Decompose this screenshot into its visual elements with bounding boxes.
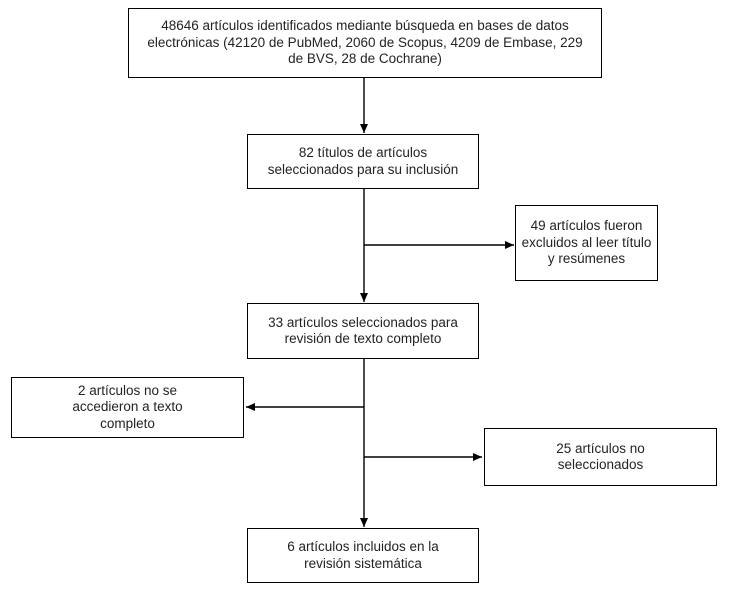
text-line: 82 títulos de artículos xyxy=(298,145,428,160)
text-line: accedieron a texto xyxy=(72,399,183,415)
node-included-systematic-review: 6 artículos incluidos en la revisión sis… xyxy=(247,528,479,583)
text-line: completo xyxy=(100,415,155,431)
text-line: seleccionados xyxy=(557,457,644,472)
node-not-selected-text: 25 artículos no seleccionados xyxy=(556,441,645,474)
text-line: de BVS, 28 de Cochrane) xyxy=(288,51,442,67)
text-line: 6 artículos incluidos en la xyxy=(287,539,439,554)
text-line: 33 artículos seleccionados para xyxy=(268,314,458,330)
text-line: 48646 artículos identificados mediante b… xyxy=(161,18,569,34)
node-no-fulltext-access-text: 2 artículos no se accedieron a texto com… xyxy=(72,383,182,433)
node-excluded-title-abstract-text: 49 artículos fueron excluidos al leer tí… xyxy=(522,218,652,268)
node-articles-identified: 48646 artículos identificados mediante b… xyxy=(128,8,602,78)
text-line: revisión de texto completo xyxy=(284,331,442,346)
node-titles-selected: 82 títulos de artículos seleccionados pa… xyxy=(247,134,479,189)
text-line: excluidos al leer título xyxy=(521,234,652,250)
node-not-selected: 25 artículos no seleccionados xyxy=(484,428,717,486)
text-line: y resúmenes xyxy=(547,251,626,267)
node-fulltext-review: 33 artículos seleccionados para revisión… xyxy=(247,303,479,359)
node-titles-selected-text: 82 títulos de artículos seleccionados pa… xyxy=(268,145,459,178)
node-included-systematic-review-text: 6 artículos incluidos en la revisión sis… xyxy=(287,539,439,572)
text-line: 49 artículos fueron xyxy=(530,218,643,234)
node-articles-identified-text: 48646 artículos identificados mediante b… xyxy=(147,18,582,68)
text-line: revisión sistemática xyxy=(304,555,422,571)
text-line: 25 artículos no xyxy=(556,440,645,456)
node-no-fulltext-access: 2 artículos no se accedieron a texto com… xyxy=(11,377,244,438)
node-fulltext-review-text: 33 artículos seleccionados para revisión… xyxy=(268,315,458,348)
text-line: electrónicas (42120 de PubMed, 2060 de S… xyxy=(147,34,583,50)
text-line: seleccionados para su inclusión xyxy=(267,161,459,177)
text-line: 2 artículos no se xyxy=(77,382,178,398)
node-excluded-title-abstract: 49 artículos fueron excluidos al leer tí… xyxy=(515,205,658,281)
